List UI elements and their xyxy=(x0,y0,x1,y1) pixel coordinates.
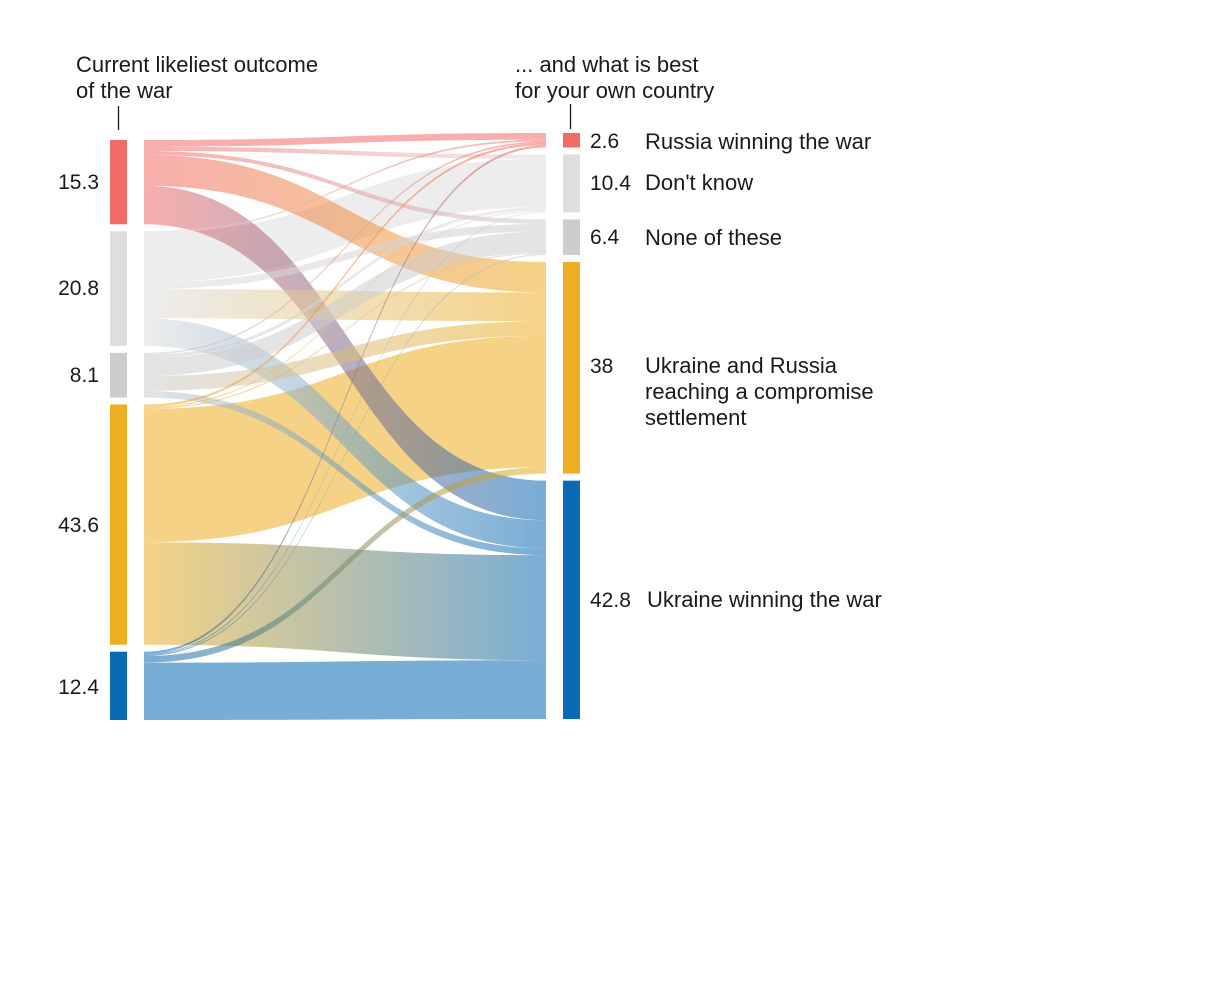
target-value-dontknow: 10.4 xyxy=(590,172,631,195)
flow-compromise-to-none xyxy=(144,252,546,409)
target-bar-none xyxy=(563,219,580,256)
nodes-layer xyxy=(110,133,580,720)
target-value-russia: 2.6 xyxy=(590,130,619,153)
source-bar-none xyxy=(110,352,127,398)
target-bar-dontknow xyxy=(563,154,580,213)
flow-none-to-none xyxy=(144,231,546,377)
flow-none-to-compromise xyxy=(144,321,546,391)
source-values: 15.3 20.8 8.1 43.6 12.4 xyxy=(58,171,99,699)
source-heading: Current likeliest outcome of the war xyxy=(76,52,318,130)
target-label-none: None of these xyxy=(645,225,782,250)
target-heading-line-1: ... and what is best xyxy=(515,52,698,77)
target-heading-line-2: for your own country xyxy=(515,78,714,103)
flow-none-to-ukraine xyxy=(144,390,546,556)
target-value-compromise: 38 xyxy=(590,355,613,378)
target-label-compromise-line-1: Ukraine and Russia xyxy=(645,353,838,378)
flow-ukraine-to-compromise xyxy=(144,467,546,663)
source-value-dontknow: 20.8 xyxy=(58,277,99,300)
target-bar-ukraine xyxy=(563,480,580,719)
source-value-ukraine: 12.4 xyxy=(58,676,99,699)
target-label-ukraine: Ukraine winning the war xyxy=(647,587,882,612)
target-heading: ... and what is best for your own countr… xyxy=(515,52,714,129)
flows-layer xyxy=(144,133,546,720)
flow-ukraine-to-ukraine xyxy=(144,660,546,720)
source-bar-dontknow xyxy=(110,231,127,346)
target-bar-compromise xyxy=(563,262,580,474)
target-value-none: 6.4 xyxy=(590,226,620,249)
source-heading-line-2: of the war xyxy=(76,78,173,103)
flow-compromise-to-dontknow xyxy=(144,210,546,408)
flow-russia-to-dontknow xyxy=(144,146,546,159)
source-value-none: 8.1 xyxy=(70,364,99,387)
flow-russia-to-russia xyxy=(144,133,546,147)
flow-compromise-to-ukraine xyxy=(144,542,546,661)
source-bar-russia xyxy=(110,140,127,225)
target-labels: Russia winning the war Don't know None o… xyxy=(645,129,882,612)
flow-dontknow-to-none xyxy=(144,223,546,290)
target-label-compromise-line-2: reaching a compromise xyxy=(645,379,874,404)
source-value-compromise: 43.6 xyxy=(58,514,99,537)
source-value-russia: 15.3 xyxy=(58,171,99,194)
target-label-compromise-line-3: settlement xyxy=(645,405,747,430)
flow-compromise-to-russia xyxy=(144,143,546,407)
flow-none-to-russia xyxy=(144,141,546,355)
flow-ukraine-to-none xyxy=(144,253,546,657)
flow-russia-to-none xyxy=(144,151,546,224)
target-values: 2.6 10.4 6.4 38 42.8 xyxy=(590,130,631,612)
flow-ukraine-to-russia xyxy=(144,145,546,654)
flow-dontknow-to-russia xyxy=(144,139,546,233)
source-bar-compromise xyxy=(110,404,127,645)
flow-none-to-dontknow xyxy=(144,207,546,358)
target-value-ukraine: 42.8 xyxy=(590,589,631,612)
source-bar-ukraine xyxy=(110,651,127,720)
target-label-russia: Russia winning the war xyxy=(645,129,871,154)
target-label-dontknow: Don't know xyxy=(645,170,753,195)
source-heading-line-1: Current likeliest outcome xyxy=(76,52,318,77)
target-bar-russia xyxy=(563,133,580,148)
flow-ukraine-to-dontknow xyxy=(144,211,546,655)
